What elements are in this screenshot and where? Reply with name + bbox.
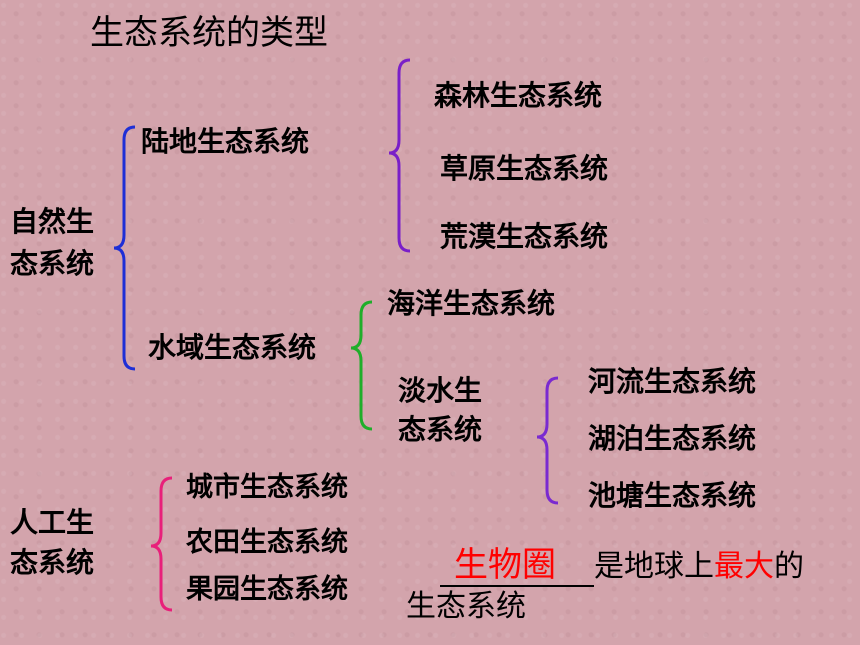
water-label: 水域生态系统 — [148, 331, 317, 364]
fresh-item-pond: 池塘生态系统 — [588, 479, 757, 512]
page-title: 生态系统的类型 — [90, 13, 328, 53]
water-item-ocean: 海洋生态系统 — [387, 287, 556, 320]
land-item-desert: 荒漠生态系统 — [440, 220, 609, 253]
note-text2: 的 — [774, 549, 804, 584]
artificial-label-line2: 态系统 — [10, 546, 95, 579]
note-text1: 是地球上 — [594, 549, 714, 584]
note-answer: 生物圈 — [440, 545, 594, 588]
land-label: 陆地生态系统 — [141, 125, 310, 158]
note-highlight: 最大 — [714, 549, 774, 584]
brace-artificial — [150, 476, 173, 612]
brace-water — [350, 300, 373, 431]
artificial-item-farmland: 农田生态系统 — [186, 527, 348, 558]
brace-fresh — [536, 376, 559, 505]
artificial-item-city: 城市生态系统 — [186, 472, 348, 503]
land-item-grassland: 草原生态系统 — [440, 152, 609, 185]
brace-natural — [113, 125, 136, 371]
fresh-label-line1: 淡水生 — [398, 374, 483, 407]
note-line2: 生态系统 — [406, 589, 526, 624]
fresh-label-line2: 态系统 — [398, 413, 483, 446]
fresh-item-river: 河流生态系统 — [588, 365, 757, 398]
natural-label-line2: 态系统 — [10, 247, 95, 280]
natural-label-line1: 自然生 — [10, 205, 95, 238]
brace-land — [388, 58, 411, 253]
note-line1: 生物圈是地球上最大的 — [440, 545, 804, 588]
fresh-item-lake: 湖泊生态系统 — [588, 422, 757, 455]
artificial-item-orchard: 果园生态系统 — [186, 574, 348, 605]
land-item-forest: 森林生态系统 — [434, 79, 603, 112]
artificial-label-line1: 人工生 — [10, 506, 95, 539]
